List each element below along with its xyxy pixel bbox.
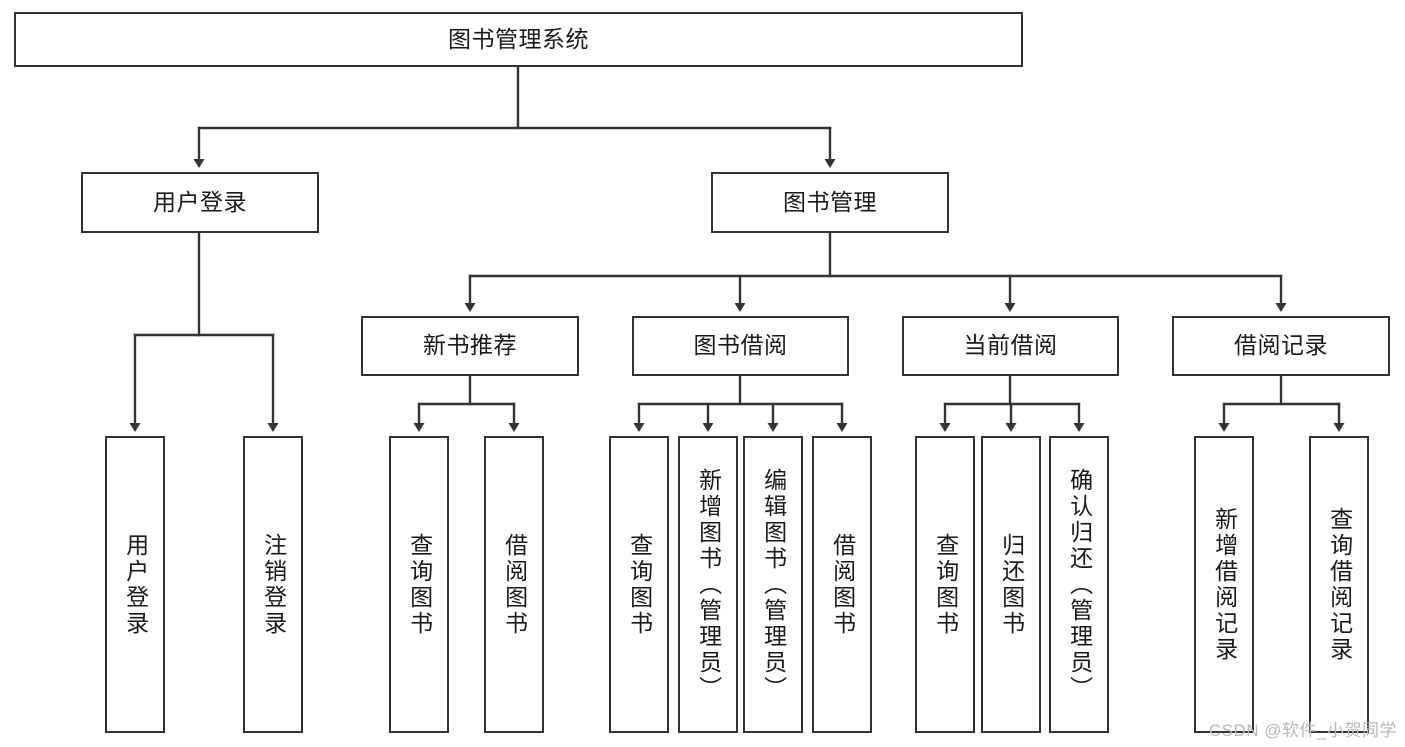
leaf-node-borrow-book-recommend-label: 借阅图书: [501, 532, 528, 637]
node-new-book-recommend-label: 新书推荐: [423, 332, 517, 359]
watermark: CSDN @软件_小贺同学: [1208, 721, 1397, 740]
leaf-node-user-login[interactable]: 用户登录: [105, 436, 165, 733]
leaf-node-confirm-return-label: 确认归还（管理员）: [1066, 467, 1093, 702]
leaf-node-add-book-label: 新增图书（管理员）: [695, 467, 722, 702]
leaf-node-borrow-book[interactable]: 借阅图书: [812, 436, 872, 733]
leaf-node-return-book[interactable]: 归还图书: [981, 436, 1041, 733]
node-current-borrow[interactable]: 当前借阅: [902, 316, 1119, 376]
node-user-login-label: 用户登录: [153, 188, 247, 215]
leaf-node-user-login-label: 用户登录: [122, 532, 149, 637]
node-root-label: 图书管理系统: [448, 25, 589, 52]
node-new-book-recommend[interactable]: 新书推荐: [361, 316, 579, 376]
node-book-borrow[interactable]: 图书借阅: [632, 316, 849, 376]
node-root[interactable]: 图书管理系统: [14, 12, 1023, 67]
leaf-node-query-book-current-label: 查询图书: [932, 532, 959, 637]
node-borrow-record[interactable]: 借阅记录: [1172, 316, 1390, 376]
leaf-node-borrow-book-label: 借阅图书: [829, 532, 856, 637]
node-book-borrow-label: 图书借阅: [693, 332, 788, 359]
leaf-node-query-book-borrow[interactable]: 查询图书: [609, 436, 669, 733]
leaf-node-borrow-book-recommend[interactable]: 借阅图书: [484, 436, 544, 733]
leaf-node-query-borrow-record-label: 查询借阅记录: [1326, 506, 1353, 663]
leaf-node-confirm-return[interactable]: 确认归还（管理员）: [1049, 436, 1109, 733]
node-borrow-record-label: 借阅记录: [1234, 332, 1328, 359]
node-book-manage-label: 图书管理: [783, 188, 877, 215]
leaf-node-logout-label: 注销登录: [260, 532, 287, 637]
leaf-node-query-book-current[interactable]: 查询图书: [915, 436, 975, 733]
node-user-login[interactable]: 用户登录: [81, 172, 319, 233]
leaf-node-add-borrow-record-label: 新增借阅记录: [1211, 506, 1238, 663]
leaf-node-logout[interactable]: 注销登录: [243, 436, 303, 733]
leaf-node-edit-book[interactable]: 编辑图书（管理员）: [743, 436, 803, 733]
leaf-node-add-book[interactable]: 新增图书（管理员）: [678, 436, 738, 733]
node-book-manage[interactable]: 图书管理: [711, 172, 949, 233]
node-current-borrow-label: 当前借阅: [963, 332, 1058, 359]
leaf-node-query-book-recommend[interactable]: 查询图书: [389, 436, 449, 733]
leaf-node-query-book-borrow-label: 查询图书: [626, 532, 653, 637]
leaf-node-query-book-recommend-label: 查询图书: [406, 532, 433, 637]
leaf-node-add-borrow-record[interactable]: 新增借阅记录: [1194, 436, 1254, 733]
leaf-node-query-borrow-record[interactable]: 查询借阅记录: [1309, 436, 1369, 733]
leaf-node-return-book-label: 归还图书: [998, 532, 1025, 637]
leaf-node-edit-book-label: 编辑图书（管理员）: [760, 467, 787, 702]
